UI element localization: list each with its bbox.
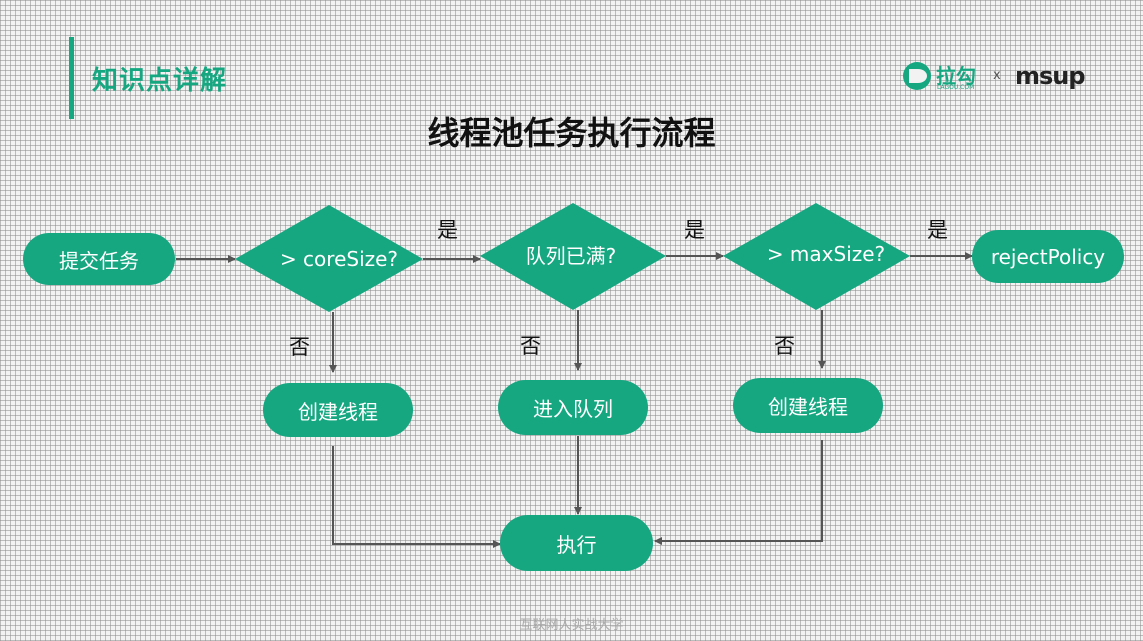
edge-label-yes-3: 是 [927, 218, 948, 242]
edge-label-no-1: 否 [289, 335, 310, 359]
arrow-create-thread-1-to-execute [332, 446, 501, 548]
decision-max-size-shape [723, 203, 910, 310]
node-submit-task: 提交任务 [23, 233, 175, 285]
edge-label-yes-1: 是 [437, 218, 458, 242]
decision-core-size-label: > coreSize? [280, 247, 398, 271]
title-accent-bar [69, 37, 74, 119]
edge-label-yes-2: 是 [684, 218, 705, 242]
decision-max-size-label: > maxSize? [767, 242, 885, 266]
decision-queue-full-shape [480, 203, 666, 310]
lagou-logo-text: 拉勾 [936, 64, 976, 88]
arrow-create-thread-2-to-execute [654, 440, 823, 545]
decision-core-size-shape [235, 205, 423, 312]
node-execute: 执行 [500, 515, 653, 571]
node-reject-policy: rejectPolicy [972, 230, 1124, 283]
msup-logo-text: msup [1015, 62, 1086, 90]
node-create-thread-2: 创建线程 [733, 378, 883, 433]
edge-label-no-3: 否 [774, 334, 795, 358]
node-enqueue: 进入队列 [498, 380, 648, 435]
diagram-title: 线程池任务执行流程 [427, 114, 716, 152]
node-create-thread-1: 创建线程 [263, 383, 413, 437]
section-title: 知识点详解 [92, 66, 228, 96]
footer-watermark: 互联网人实战大学 [519, 618, 624, 633]
logo-separator: x [993, 68, 1001, 83]
edge-label-no-2: 否 [520, 334, 541, 358]
logo-group: 拉勾 LAGOU.COM x msup [903, 60, 1093, 96]
lagou-logo-icon [903, 62, 931, 90]
lagou-logo-subtext: LAGOU.COM [937, 84, 975, 91]
decision-queue-full-label: 队列已满? [526, 244, 617, 268]
